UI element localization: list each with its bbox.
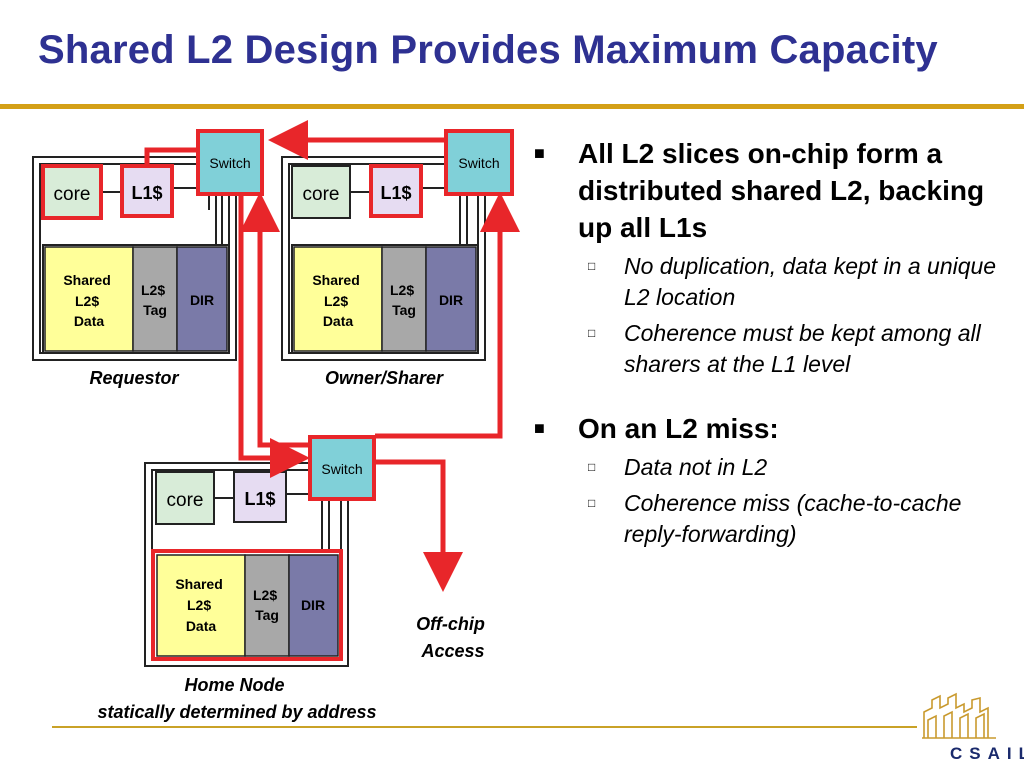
- home-node-sublabel: statically determined by address: [97, 702, 376, 722]
- sub-bullet-item: □ Coherence must be kept among all share…: [576, 318, 1000, 380]
- sub-bullet-item: □ No duplication, data kept in a unique …: [576, 251, 1000, 313]
- core-label: core: [167, 490, 204, 511]
- requestor-l1: [120, 164, 174, 218]
- core-label: core: [54, 184, 91, 205]
- tag-line: Tag: [143, 302, 167, 318]
- sub-bullet-text: Coherence miss (cache-to-cache reply-for…: [624, 490, 962, 547]
- l2-tag-block: [244, 554, 290, 657]
- l2-architecture-diagram: core L1$ Shared L2$ Data L2$ Tag DIR Req…: [32, 120, 520, 722]
- data-line: Shared: [63, 272, 110, 288]
- bullet-text: On an L2 miss:: [578, 413, 779, 444]
- square-bullet-icon: ■: [534, 418, 545, 438]
- dir-block: [425, 246, 477, 352]
- path-to-home: [238, 193, 310, 478]
- core-label: core: [303, 184, 340, 205]
- switch-label: Switch: [458, 155, 499, 171]
- home-node-tile: core L1$ Shared L2$ Data L2$ Tag DIR: [144, 462, 349, 667]
- switch-owner: Switch: [444, 129, 514, 196]
- data-line: Data: [186, 618, 217, 634]
- dir-label: DIR: [301, 597, 325, 613]
- path-forward-request: [375, 192, 520, 439]
- tag-line: L2$: [390, 282, 414, 298]
- l1-label: L1$: [380, 183, 411, 203]
- bullet-item: ■ All L2 slices on-chip form a distribut…: [530, 135, 1000, 246]
- l2-data-block: [156, 554, 246, 657]
- l2-tag-block: [381, 246, 427, 352]
- square-bullet-icon: ■: [534, 143, 545, 163]
- offchip-label: Off-chip: [416, 614, 485, 634]
- switch-label: Switch: [209, 155, 250, 171]
- svg-text:Shared L2$ Data: Shared L2$ Data: [63, 272, 114, 329]
- path-offchip: [375, 459, 463, 592]
- path-home-reply: [240, 192, 312, 448]
- data-line: Shared: [175, 576, 222, 592]
- sub-bullet-item: □ Coherence miss (cache-to-cache reply-f…: [576, 488, 1000, 550]
- data-line: Shared: [312, 272, 359, 288]
- home-core: [155, 471, 215, 525]
- offchip-label: Access: [420, 641, 484, 661]
- owner-core: [291, 165, 351, 219]
- hollow-square-bullet-icon: □: [588, 460, 596, 474]
- sub-bullet-text: No duplication, data kept in a unique L2…: [624, 253, 997, 310]
- dir-block: [176, 246, 228, 352]
- csail-logo-text: CSAIL: [950, 744, 1024, 763]
- data-line: L2$: [324, 293, 348, 309]
- svg-text:Shared L2$ Data: Shared L2$ Data: [312, 272, 363, 329]
- l1-label: L1$: [244, 489, 275, 509]
- l1-label: L1$: [131, 183, 162, 203]
- tag-line: L2$: [253, 587, 277, 603]
- l2-tag-block: [132, 246, 178, 352]
- svg-text:L2$ Tag: L2$ Tag: [390, 282, 418, 318]
- bullet-text: All L2 slices on-chip form a distributed…: [578, 138, 985, 243]
- switch-label: Switch: [321, 461, 362, 477]
- sub-bullet-item: □ Data not in L2: [576, 452, 1000, 483]
- hollow-square-bullet-icon: □: [588, 496, 596, 510]
- requestor-label: Requestor: [89, 368, 179, 388]
- home-node-label: Home Node: [184, 675, 284, 695]
- requestor-core: [41, 164, 103, 220]
- home-l1: [233, 471, 287, 523]
- data-line: L2$: [75, 293, 99, 309]
- sub-bullet-text: Data not in L2: [624, 454, 768, 480]
- hollow-square-bullet-icon: □: [588, 326, 596, 340]
- bullet-list: ■ All L2 slices on-chip form a distribut…: [530, 135, 1000, 550]
- csail-logo-icon: [922, 692, 996, 739]
- owner-sharer-label: Owner/Sharer: [325, 368, 444, 388]
- dir-label: DIR: [439, 292, 463, 308]
- svg-text:Home Node statically deter: Home Node statically determined by addre…: [97, 675, 376, 722]
- coherence-paths: [144, 120, 520, 592]
- dir-label: DIR: [190, 292, 214, 308]
- slide-title: Shared L2 Design Provides Maximum Capaci…: [38, 28, 938, 72]
- data-line: Data: [323, 313, 354, 329]
- bullet-item: ■ On an L2 miss:: [530, 410, 1000, 447]
- owner-l1: [369, 164, 423, 218]
- svg-text:Off-chip Access: Off-chip Access: [416, 614, 490, 661]
- svg-text:L2$ Tag: L2$ Tag: [253, 587, 281, 623]
- tag-line: L2$: [141, 282, 165, 298]
- tag-line: Tag: [255, 607, 279, 623]
- data-line: L2$: [187, 597, 211, 613]
- svg-text:Shared L2$ Data: Shared L2$ Data: [175, 576, 226, 634]
- data-line: Data: [74, 313, 105, 329]
- switch-home: Switch: [308, 435, 376, 501]
- switch-requestor: Switch: [196, 129, 264, 196]
- hollow-square-bullet-icon: □: [588, 259, 596, 273]
- sub-bullet-text: Coherence must be kept among all sharers…: [624, 320, 981, 377]
- path-request: [144, 147, 198, 166]
- l2-data-block: [293, 246, 383, 352]
- footer-divider: [52, 726, 917, 728]
- svg-text:L2$ Tag: L2$ Tag: [141, 282, 169, 318]
- tag-line: Tag: [392, 302, 416, 318]
- title-divider: [0, 104, 1024, 109]
- dir-block: [288, 554, 339, 657]
